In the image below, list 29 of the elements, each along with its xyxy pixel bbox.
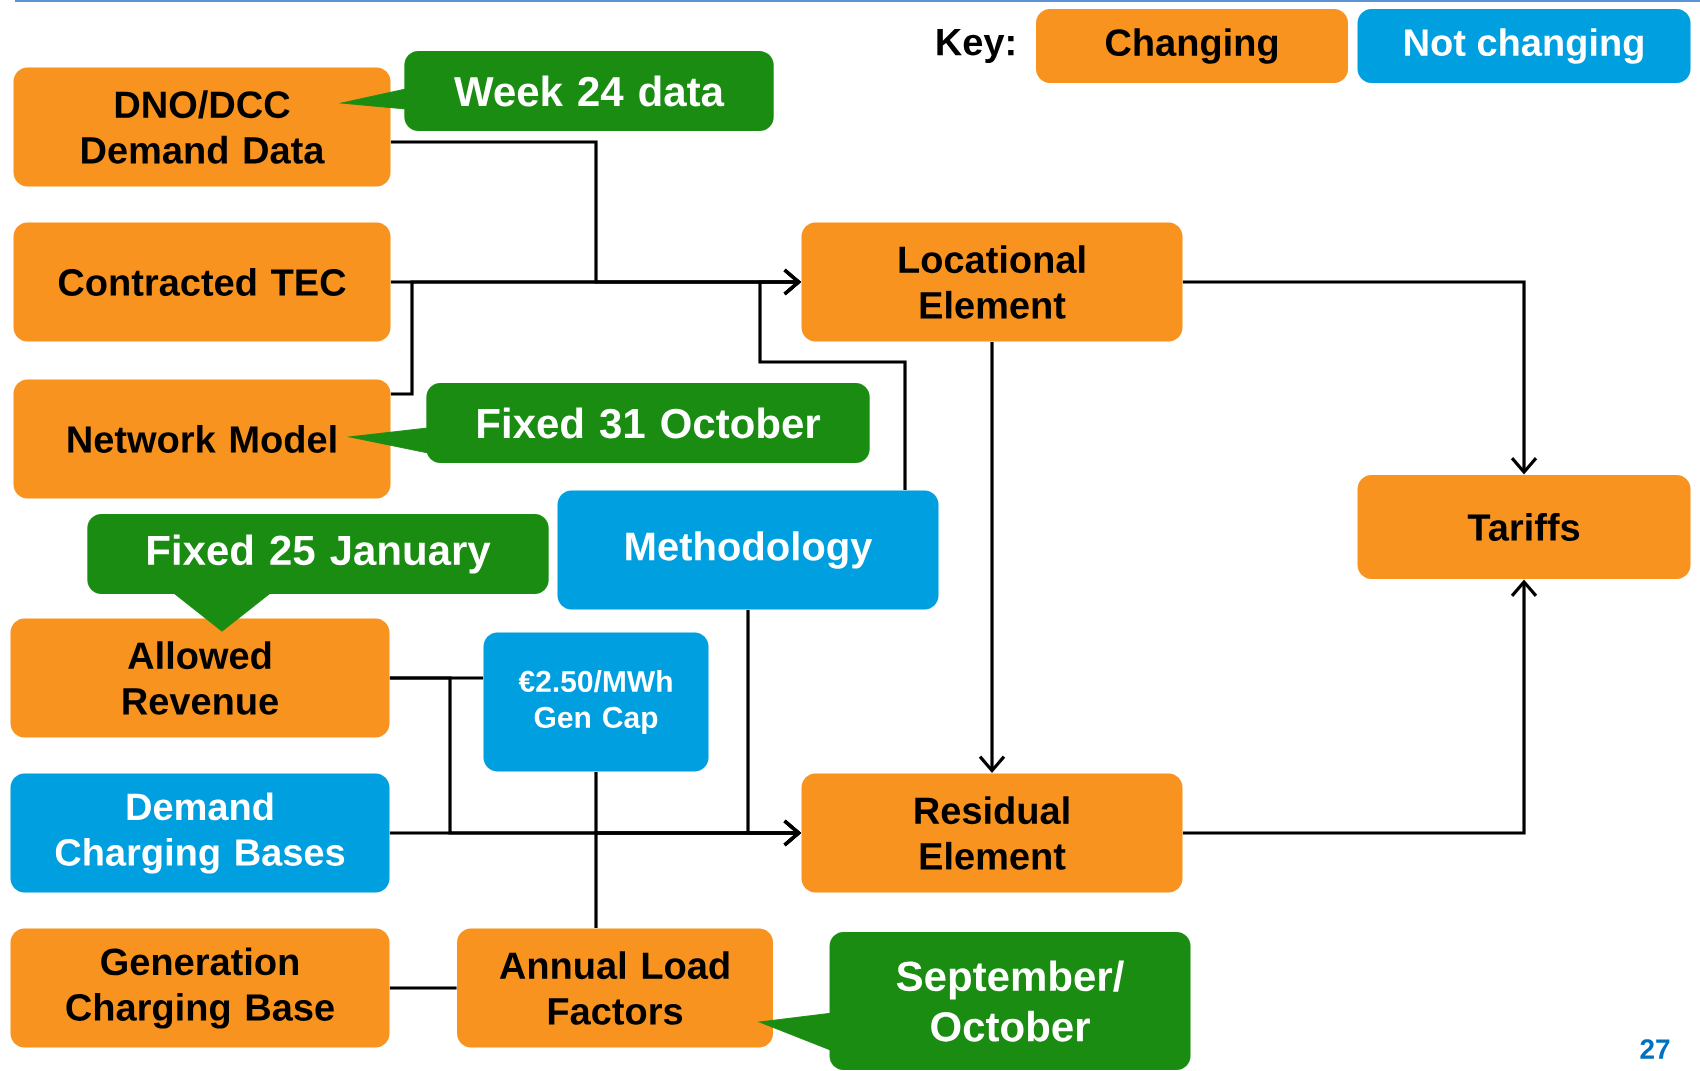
input-box: Residual Element bbox=[801, 773, 1183, 893]
input-box: Tariffs bbox=[1357, 475, 1691, 579]
input-box: Demand Charging Bases bbox=[10, 773, 390, 893]
callout-tail bbox=[341, 88, 407, 110]
callout-tail bbox=[172, 591, 272, 632]
connector-line bbox=[389, 676, 484, 680]
input-box: Annual Load Factors bbox=[457, 928, 773, 1048]
input-box: DNO/DCC Demand Data bbox=[13, 67, 391, 187]
arrow bbox=[1182, 280, 1538, 475]
key-label: Key: bbox=[937, 29, 1014, 63]
input-box: Network Model bbox=[13, 379, 391, 499]
callout-box: Fixed 31 October bbox=[426, 383, 870, 463]
input-box: Methodology bbox=[557, 490, 939, 610]
callout-box: September/ October bbox=[829, 932, 1191, 1070]
input-box: Allowed Revenue bbox=[10, 618, 390, 738]
arrow bbox=[978, 341, 1006, 774]
input-box: Locational Element bbox=[801, 222, 1183, 342]
callout-tail bbox=[349, 427, 429, 454]
page-number: 27 bbox=[1640, 1039, 1670, 1059]
arrow bbox=[1182, 579, 1538, 835]
connector-line bbox=[389, 986, 457, 990]
callout-box: Week 24 data bbox=[404, 51, 774, 131]
legend-item: Not changing bbox=[1357, 9, 1691, 83]
legend-item: Changing bbox=[1036, 9, 1348, 83]
input-box: Contracted TEC bbox=[13, 222, 391, 342]
input-box: Generation Charging Base bbox=[10, 928, 390, 1048]
arrow bbox=[758, 268, 907, 491]
arrow bbox=[594, 819, 802, 929]
input-box: €2.50/MWh Gen Cap bbox=[483, 632, 709, 772]
